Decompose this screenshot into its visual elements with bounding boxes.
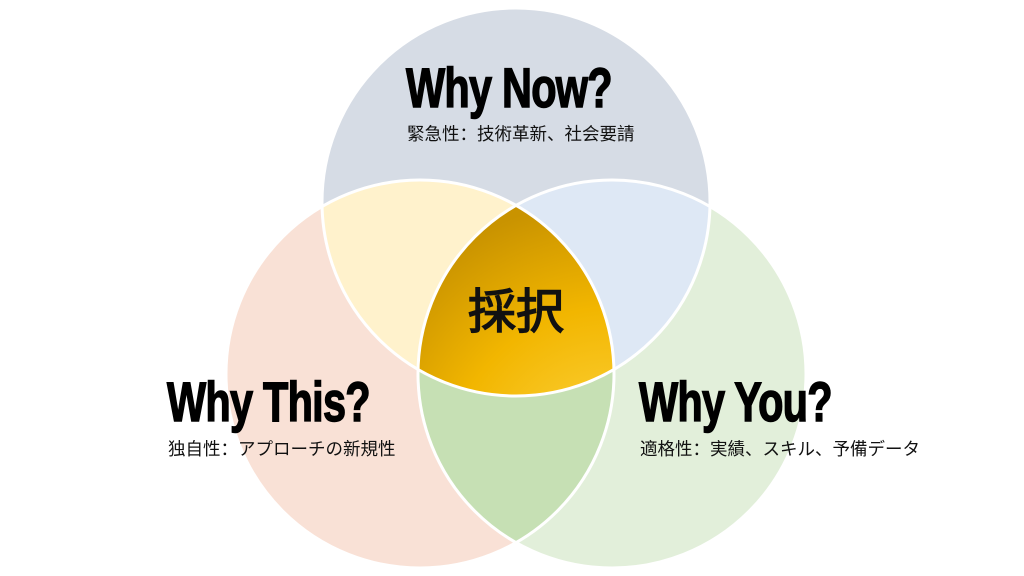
title-why-now: Why Now? xyxy=(405,56,613,119)
title-why-this: Why This? xyxy=(166,370,371,433)
center-label: 採択 xyxy=(467,284,564,340)
title-why-you: Why You? xyxy=(638,370,833,433)
subtitle-why-now: 緊急性：技術革新、社会要請 xyxy=(407,125,635,145)
subtitle-why-this: 独自性：アプローチの新規性 xyxy=(168,440,396,460)
subtitle-why-you: 適格性：実績、スキル、予備データ xyxy=(640,440,920,460)
